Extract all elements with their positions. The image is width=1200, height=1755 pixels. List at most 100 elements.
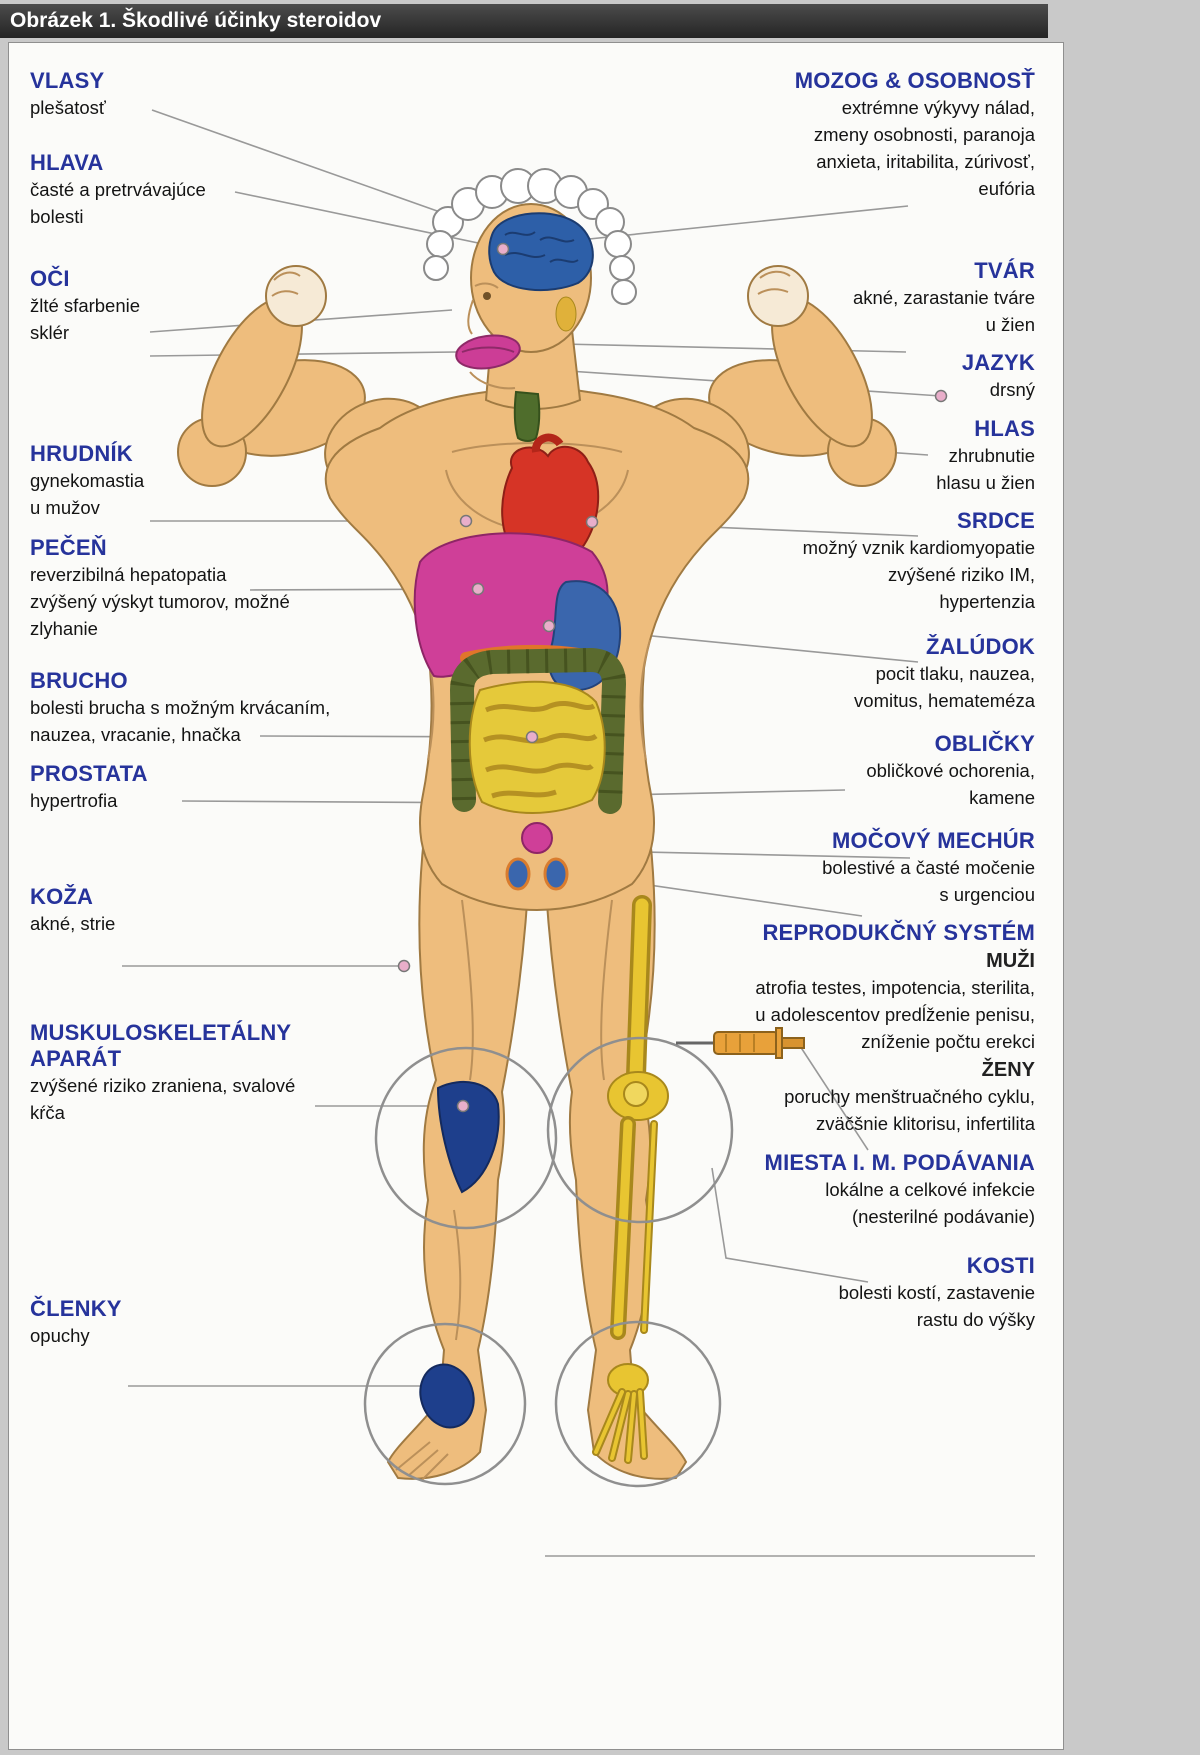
right-fist <box>747 265 809 327</box>
label-text: plešatosť <box>30 97 106 118</box>
label-heading: SRDCE <box>956 508 1035 533</box>
label-text: eufória <box>978 178 1035 199</box>
label-heading: JAZYK <box>961 350 1035 375</box>
label-text: zvýšené riziko zraniena, svalové <box>30 1075 296 1096</box>
label-reprodukcny-system: REPRODUKČNÝ SYSTÉM MUŽI atrofia testes, … <box>755 920 1035 1137</box>
label-heading: MOZOG & OSOBNOSŤ <box>794 68 1035 93</box>
label-text: žlté sfarbenie <box>30 295 141 316</box>
label-text: lokálne a celkové infekcie <box>825 1179 1035 1200</box>
label-hlava: HLAVA časté a pretrvávajúce bolesti <box>30 150 206 230</box>
human-figure <box>177 168 948 1488</box>
label-text: akné, zarastanie tváre <box>852 287 1035 308</box>
bladder-shape <box>521 822 553 854</box>
label-srdce: SRDCE možný vznik kardiomyopatie zvýšené… <box>803 508 1035 615</box>
label-heading: MIESTA I. M. PODÁVANIA <box>764 1150 1035 1175</box>
leader-vlasy <box>151 109 441 213</box>
label-text: bolesti brucha s možným krvácaním, <box>30 697 331 718</box>
label-jazyk: JAZYK drsný <box>962 350 1035 403</box>
label-text: bolesti kostí, zastavenie <box>838 1282 1035 1303</box>
testis-left-shape <box>505 857 531 891</box>
larynx-shape <box>555 296 577 332</box>
colon-shape <box>450 648 626 814</box>
label-heading: HLAS <box>974 416 1035 441</box>
syringe-icon <box>676 1027 805 1059</box>
label-text: hypertenzia <box>939 591 1035 612</box>
left-knee-circle <box>374 1046 558 1230</box>
label-text: obličkové ochorenia, <box>866 760 1035 781</box>
leader-hlava <box>234 191 503 249</box>
figure-title-bar: Obrázek 1. Škodlivé účinky steroidov <box>0 4 1048 38</box>
label-text: u žien <box>985 314 1035 335</box>
label-text: zlyhanie <box>30 618 98 639</box>
label-text: bolestivé a časté močenie <box>822 857 1035 878</box>
label-text: časté a pretrvávajúce <box>30 179 206 200</box>
label-heading: MUSKULOSKELETÁLNY <box>30 1020 292 1045</box>
label-text: zvýšený výskyt tumorov, možné <box>30 591 290 612</box>
label-text: reverzibilná hepatopatia <box>30 564 227 585</box>
throat-shape <box>513 390 541 442</box>
label-text: zhrubnutie <box>948 445 1035 466</box>
label-heading: BRUCHO <box>30 668 128 693</box>
left-arm <box>177 265 440 499</box>
label-vlasy: VLASY plešatosť <box>30 68 106 121</box>
label-text: pocit tlaku, nauzea, <box>875 663 1035 684</box>
label-clenky: ČLENKY opuchy <box>30 1296 122 1349</box>
leader-miesta-im <box>799 1045 869 1151</box>
label-text: (nesterilné podávanie) <box>851 1206 1035 1227</box>
label-heading: HLAVA <box>30 150 104 175</box>
right-foot-circle <box>554 1320 722 1488</box>
label-text: zvýšené riziko IM, <box>887 564 1035 585</box>
label-heading: TVÁR <box>974 258 1035 283</box>
leg-bones <box>592 895 669 1464</box>
left-foot-circle <box>363 1322 527 1486</box>
label-heading: KOŽA <box>30 884 94 909</box>
label-text: akné, strie <box>30 913 116 934</box>
label-text: anxieta, iritabilita, zúrivosť, <box>816 151 1035 172</box>
label-text: kamene <box>969 787 1035 808</box>
label-text: zníženie počtu erekci <box>861 1031 1035 1052</box>
label-tvar: TVÁR akné, zarastanie tváre u žien <box>853 258 1035 338</box>
label-mocovy-mechur: MOČOVÝ MECHÚR bolestivé a časté močenie … <box>822 828 1035 908</box>
label-text: hlasu u žien <box>936 472 1035 493</box>
leader-tvar <box>561 343 907 353</box>
label-heading: PEČEŇ <box>30 535 107 560</box>
testis-right-shape <box>543 857 569 891</box>
label-oci: OČI žlté sfarbenie sklér <box>30 266 140 346</box>
face <box>455 282 521 390</box>
label-heading: OČI <box>30 266 70 291</box>
label-heading: MOČOVÝ MECHÚR <box>831 828 1035 853</box>
label-heading: HRUDNÍK <box>30 441 133 466</box>
label-text: sklér <box>30 322 70 343</box>
label-text: hypertrofia <box>30 790 118 811</box>
label-text: vomitus, hemateméza <box>854 690 1035 711</box>
label-hlas: HLAS zhrubnutie hlasu u žien <box>936 416 1035 496</box>
label-oblicky: OBLIČKY obličkové ochorenia, kamene <box>866 731 1035 811</box>
leader-dots <box>397 242 948 1113</box>
label-text: opuchy <box>30 1325 90 1346</box>
label-heading: KOSTI <box>966 1253 1035 1278</box>
label-prostata: PROSTATA hypertrofia <box>30 761 148 814</box>
label-text: u adolescentov predĺženie penisu, <box>755 1004 1035 1025</box>
label-text: extrémne výkyvy nálad, <box>841 97 1035 118</box>
label-text: rastu do výšky <box>916 1309 1035 1330</box>
label-zaludok: ŽALÚDOK pocit tlaku, nauzea, vomitus, he… <box>854 634 1035 714</box>
label-text: poruchy menštruačného cyklu, <box>784 1086 1035 1107</box>
label-heading: ŽALÚDOK <box>926 634 1035 659</box>
knee-bruise-shape <box>436 1080 500 1194</box>
label-text: kŕča <box>30 1102 65 1123</box>
figure-title: Obrázek 1. Škodlivé účinky steroidov <box>10 9 382 32</box>
label-text: drsný <box>989 379 1035 400</box>
label-text: možný vznik kardiomyopatie <box>802 537 1035 558</box>
leader-kosti <box>711 1167 869 1283</box>
tongue-shape <box>455 334 521 370</box>
label-text: u mužov <box>30 497 100 518</box>
label-heading: VLASY <box>30 68 105 93</box>
label-heading: APARÁT <box>30 1046 122 1071</box>
label-text: zmeny osobnosti, paranoja <box>813 124 1035 145</box>
label-brucho: BRUCHO bolesti brucha s možným krvácaním… <box>30 668 330 748</box>
label-text: gynekomastia <box>30 470 145 491</box>
left-fist <box>265 265 327 327</box>
label-text: nauzea, vracanie, hnačka <box>30 724 241 745</box>
